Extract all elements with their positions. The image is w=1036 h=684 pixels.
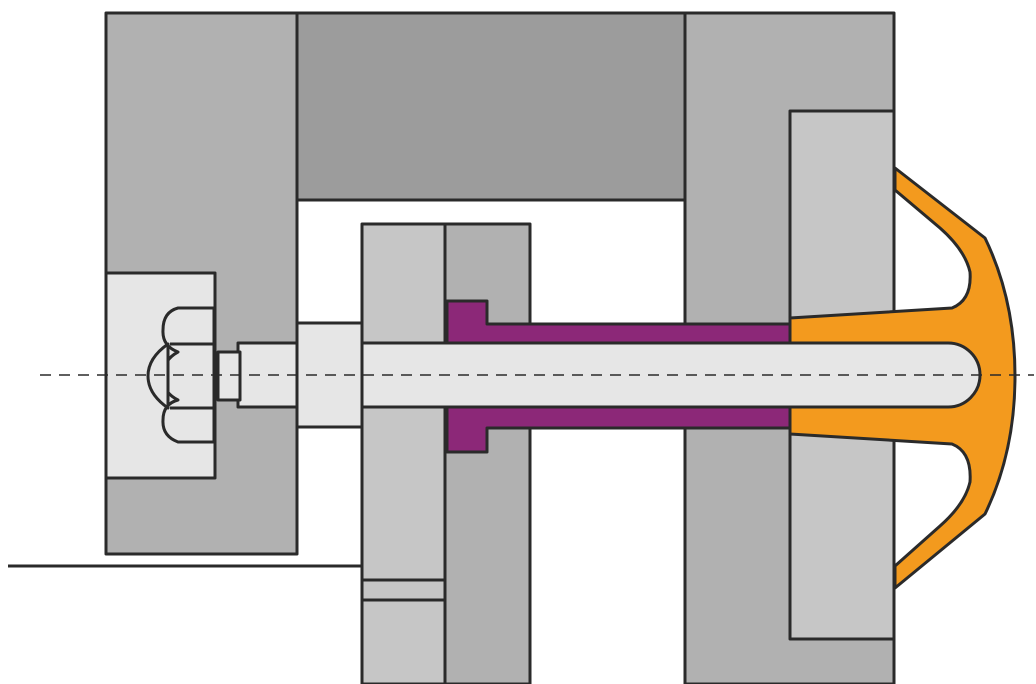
- center-plate-right: [443, 222, 532, 684]
- hex-nut: [146, 306, 242, 444]
- top-bridge-block: [295, 11, 687, 202]
- pin-shaft: [236, 341, 982, 409]
- center-plate-left: [360, 222, 447, 684]
